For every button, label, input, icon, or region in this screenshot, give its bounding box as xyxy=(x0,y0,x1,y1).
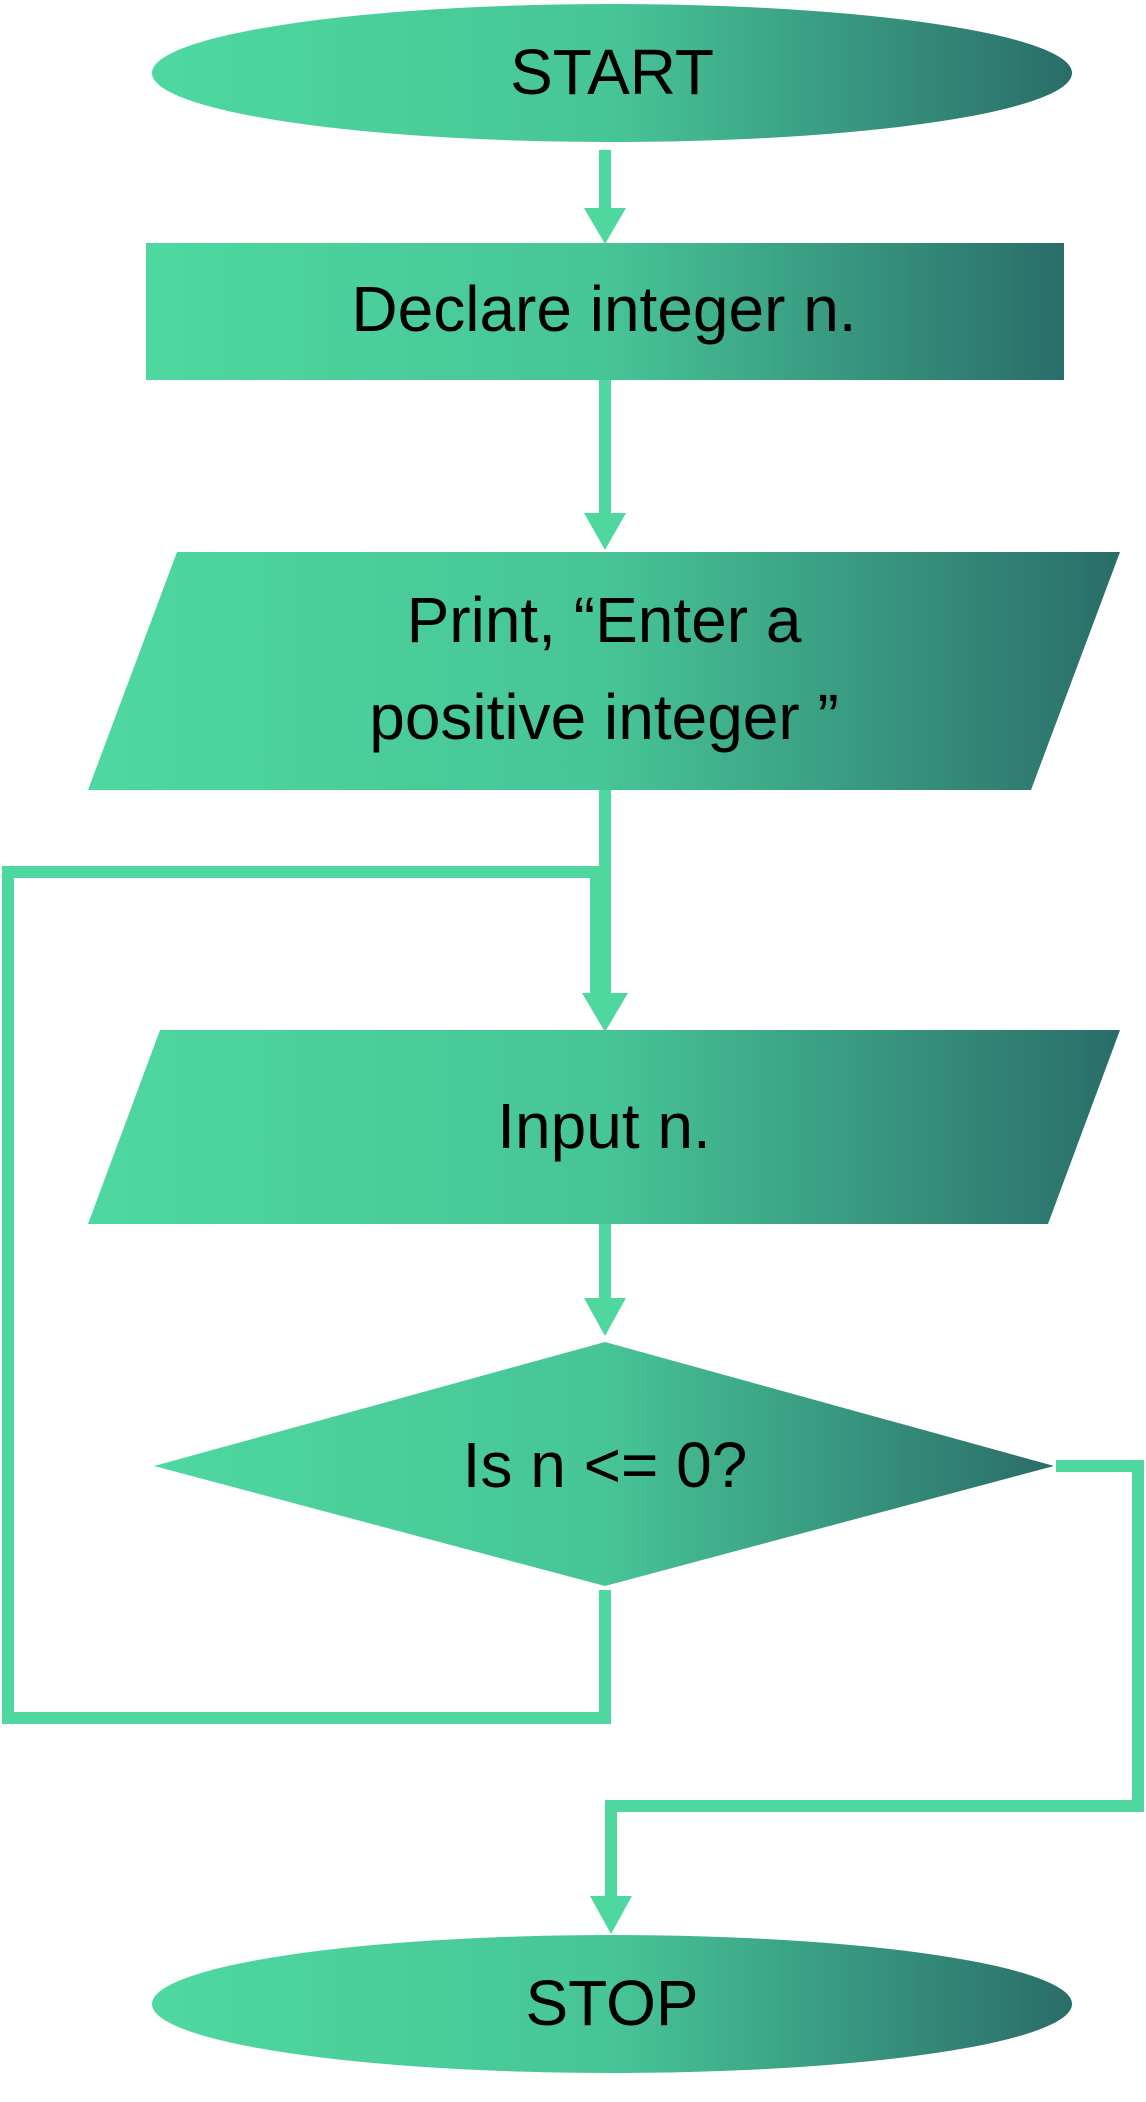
print-label-line-1: Print, “Enter a xyxy=(407,584,802,656)
start-terminal: START xyxy=(152,4,1072,142)
input-io: Input n. xyxy=(88,1030,1120,1224)
edge-decision-to-stop xyxy=(605,1460,1144,1898)
stop-label: STOP xyxy=(525,1967,698,2039)
print-io-shape xyxy=(88,552,1120,790)
print-label-line-2: positive integer ” xyxy=(369,681,839,753)
input-label: Input n. xyxy=(497,1090,711,1162)
arrowhead-stop xyxy=(590,1896,632,1934)
stop-terminal-shape xyxy=(152,1935,1072,2073)
start-terminal-shape xyxy=(152,4,1072,142)
arrowhead-print xyxy=(584,513,626,550)
decision-diamond: Is n <= 0? xyxy=(154,1342,1054,1586)
input-io-shape xyxy=(88,1030,1120,1224)
decision-diamond-shape xyxy=(154,1342,1054,1586)
declare-process-shape xyxy=(146,243,1064,380)
declare-process: Declare integer n. xyxy=(146,243,1064,380)
edge-decision-loop-back xyxy=(2,866,611,1724)
declare-label: Declare integer n. xyxy=(351,273,856,345)
arrowhead-decision xyxy=(584,1298,626,1336)
arrowhead-declare xyxy=(584,208,626,244)
start-label: START xyxy=(510,36,714,108)
decision-label: Is n <= 0? xyxy=(463,1429,748,1501)
stop-terminal: STOP xyxy=(152,1935,1072,2073)
print-io: Print, “Enter a positive integer ” xyxy=(88,552,1120,790)
connectors xyxy=(2,150,1144,1934)
arrowhead-input xyxy=(582,993,628,1032)
